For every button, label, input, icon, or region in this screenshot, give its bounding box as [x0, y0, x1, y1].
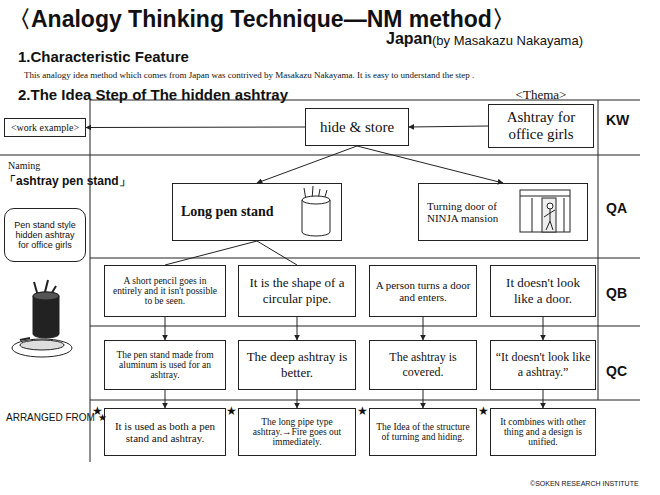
- concept-box: The pen stand made from aluminum is used…: [104, 340, 226, 390]
- question-box: It doesn't look like a door.: [490, 265, 596, 317]
- box-text: Long pen stand: [181, 204, 274, 220]
- connector: [543, 390, 544, 408]
- question-box: It is the shape of a circular pipe.: [238, 265, 356, 317]
- box-text: <Thema>: [489, 87, 593, 103]
- star-mark: ★: [226, 404, 237, 418]
- example-box: <work example>: [4, 118, 86, 137]
- connector: [165, 390, 166, 408]
- band-label: KW: [606, 112, 629, 128]
- naming-caption: Naming: [8, 160, 40, 171]
- idea-box: It is used as both a pen stand and ashtr…: [104, 408, 226, 456]
- connector: [423, 317, 424, 340]
- connector: [86, 127, 305, 129]
- connector: [165, 241, 257, 265]
- box-text: It doesn't look like a door.: [495, 275, 591, 307]
- connector: [257, 241, 297, 265]
- idea-box: It combines with other thing and a desig…: [490, 408, 596, 456]
- star-mark: ★: [92, 404, 103, 418]
- connector: [165, 317, 166, 340]
- analogy-box: Turning door of NINJA mansion: [418, 183, 588, 241]
- author-name: (by Masakazu Nakayama): [432, 33, 583, 48]
- connector: [543, 317, 544, 340]
- idea-box: The Idea of the structure of turning and…: [369, 408, 477, 456]
- example-note: Pen stand style hidden ashtray for offic…: [4, 208, 86, 262]
- copyright: ©SOKEN RESEARCH INSTITUTE: [530, 480, 639, 487]
- concept-box: “It doesn't look like a ashtray.”: [490, 340, 596, 390]
- author-country: Japan: [386, 30, 432, 48]
- box-text: “It doesn't look like a ashtray.”: [495, 350, 591, 380]
- concept-box: The ashtray is covered.: [369, 340, 477, 390]
- question-box: A short pencil goes in entirely and it i…: [104, 265, 226, 317]
- box-text: The ashtray is covered.: [374, 350, 472, 380]
- box-text: The Idea of the structure of turning and…: [374, 422, 472, 442]
- box-text: Ashtray for office girls: [493, 109, 589, 143]
- connector: [357, 146, 503, 183]
- description: This analogy idea method which comes fro…: [24, 70, 474, 80]
- connector: [257, 146, 357, 183]
- product-name: 「ashtray pen stand」: [4, 173, 131, 190]
- analogy-box: Long pen stand: [172, 183, 342, 241]
- section-heading: 1.Characteristic Feature: [18, 48, 189, 65]
- band-label: QB: [606, 285, 627, 301]
- concept-box: The deep ashtray is better.: [238, 340, 356, 390]
- box-text: Turning door of NINJA mansion: [427, 200, 517, 224]
- box-text: The pen stand made from aluminum is used…: [109, 350, 221, 380]
- box-text: It is the shape of a circular pipe.: [243, 275, 351, 307]
- title: 〈Analogy Thinking Technique—NM method〉: [8, 4, 515, 35]
- box-text: <work example>: [11, 122, 79, 133]
- note: ARRANGED FROM ★: [6, 412, 107, 423]
- band-label: QA: [606, 200, 627, 216]
- keyword-box: hide & store: [305, 108, 409, 146]
- box-text: The deep ashtray is better.: [243, 349, 351, 381]
- connector: [423, 390, 424, 408]
- section-heading: 2.The Idea Step of The hidden ashtray: [18, 86, 288, 103]
- thema-box: <Thema>Ashtray for office girls: [488, 104, 594, 148]
- box-text: It combines with other thing and a desig…: [495, 417, 591, 447]
- box-text: Pen stand style hidden ashtray for offic…: [9, 220, 81, 250]
- connector: [297, 390, 298, 408]
- connector: [409, 126, 488, 127]
- band-label: QC: [606, 363, 627, 379]
- box-text: The long pipe type ashtray.→Fire goes ou…: [243, 417, 351, 447]
- connector: [297, 317, 298, 340]
- box-text: A short pencil goes in entirely and it i…: [109, 276, 221, 306]
- idea-box: The long pipe type ashtray.→Fire goes ou…: [238, 408, 356, 456]
- star-mark: ★: [478, 404, 489, 418]
- box-text: hide & store: [320, 119, 394, 136]
- box-text: It is used as both a pen stand and ashtr…: [109, 420, 221, 444]
- star-mark: ★: [357, 404, 368, 418]
- box-text: A person turns a door and enters.: [374, 279, 472, 303]
- question-box: A person turns a door and enters.: [369, 265, 477, 317]
